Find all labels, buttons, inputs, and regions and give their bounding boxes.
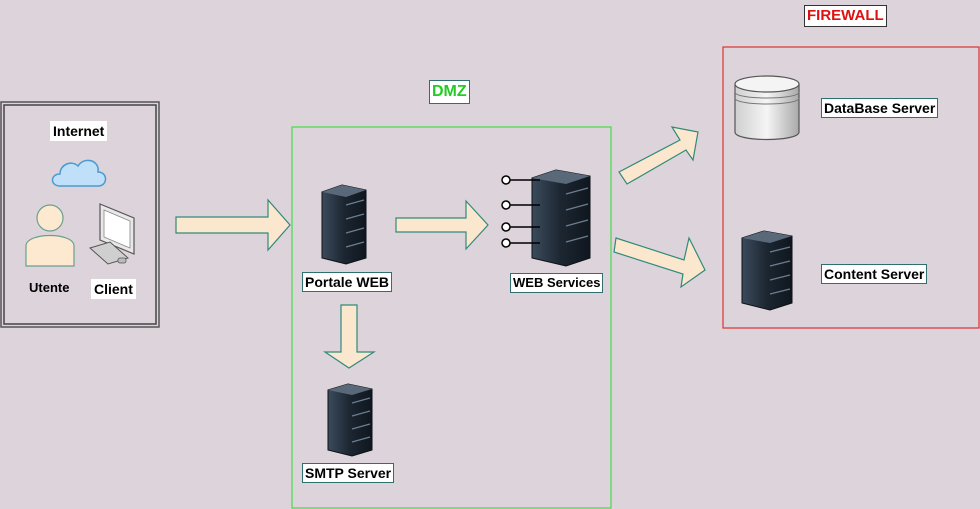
server-icon-portale <box>321 184 367 265</box>
server-icon-smtp <box>327 383 373 457</box>
server-icon-content <box>741 230 793 311</box>
computer-icon <box>88 203 135 265</box>
user-icon <box>25 204 75 267</box>
web-services-label: WEB Services <box>510 273 604 293</box>
smtp-server-label: SMTP Server <box>302 463 395 483</box>
internet-label: Internet <box>50 121 108 141</box>
utente-label: Utente <box>29 280 70 295</box>
portale-web-label: Portale WEB <box>302 272 393 292</box>
cloud-icon <box>51 159 107 187</box>
client-label: Client <box>91 279 136 299</box>
dmz-label: DMZ <box>429 80 470 104</box>
content-server-label: Content Server <box>821 264 928 284</box>
arrow-portale-to-smtp <box>323 304 377 369</box>
firewall-zone <box>722 46 980 329</box>
arrow-webservices-to-database <box>618 126 699 185</box>
dmz-zone <box>291 126 612 509</box>
internet-zone <box>0 101 160 328</box>
firewall-label: FIREWALL <box>804 5 887 27</box>
database-icon <box>734 75 800 141</box>
server-icon-webservices <box>501 169 591 267</box>
arrow-portale-to-webservices <box>395 199 489 251</box>
database-server-label: DataBase Server <box>821 98 939 118</box>
arrow-internet-to-portale <box>175 198 291 252</box>
arrow-webservices-to-content <box>613 236 706 289</box>
